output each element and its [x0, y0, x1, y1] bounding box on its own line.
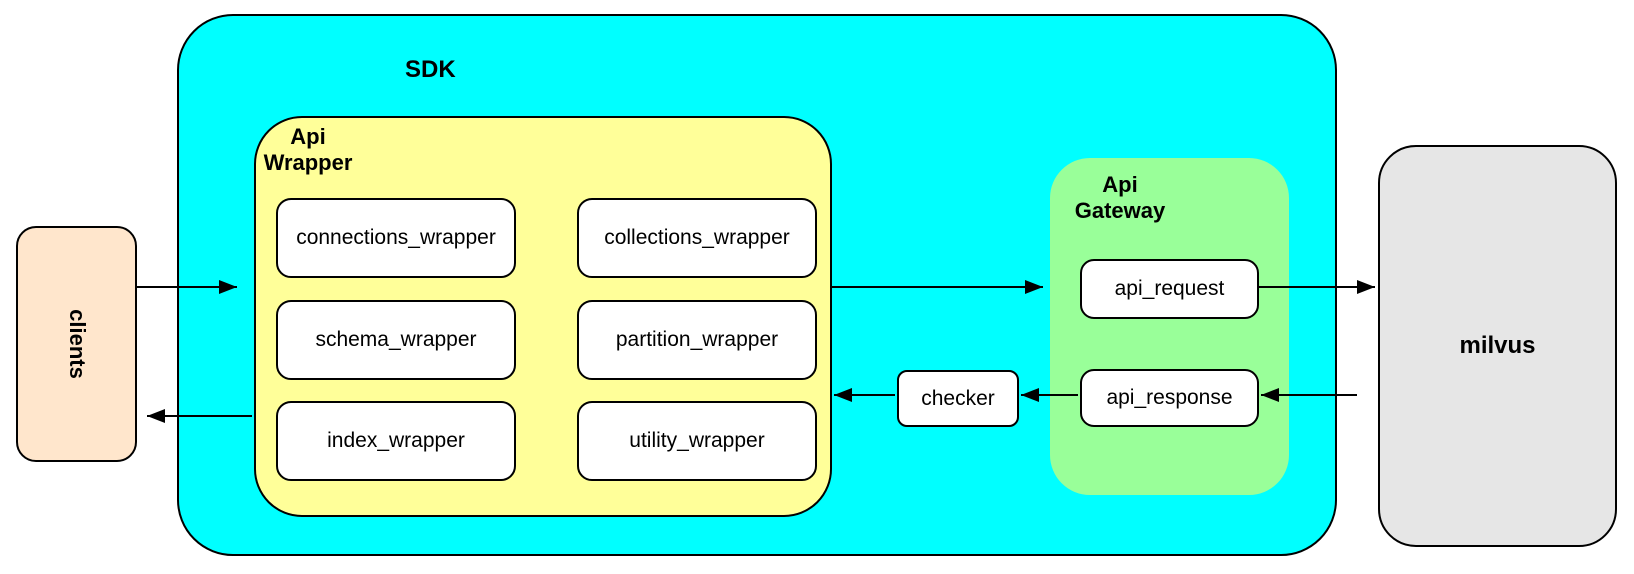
api-response-node: api_response	[1080, 369, 1259, 427]
api-wrapper-container: Api Wrapper connections_wrapper collecti…	[254, 116, 832, 517]
checker-node: checker	[897, 370, 1019, 427]
clients-label: clients	[64, 309, 90, 379]
module-utility-wrapper: utility_wrapper	[577, 401, 817, 481]
api-gateway-label: Api Gateway	[1065, 172, 1175, 224]
module-label: schema_wrapper	[315, 328, 477, 351]
api-response-label: api_response	[1106, 386, 1233, 409]
module-label: connections_wrapper	[296, 226, 496, 249]
module-label: utility_wrapper	[629, 429, 765, 452]
module-connections-wrapper: connections_wrapper	[276, 198, 516, 278]
milvus-node: milvus	[1378, 145, 1617, 547]
clients-node: clients	[16, 226, 137, 462]
api-request-label: api_request	[1114, 277, 1225, 300]
module-collections-wrapper: collections_wrapper	[577, 198, 817, 278]
module-label: partition_wrapper	[615, 328, 779, 351]
api-request-node: api_request	[1080, 259, 1259, 319]
api-gateway-container: Api Gateway api_request api_response	[1050, 158, 1289, 495]
api-wrapper-label-line2: Wrapper	[263, 150, 353, 175]
milvus-label: milvus	[1459, 332, 1536, 359]
api-wrapper-label: Api Wrapper	[262, 124, 354, 176]
sdk-container: SDK Api Wrapper connections_wrapper coll…	[177, 14, 1337, 556]
api-wrapper-label-line1: Api	[290, 124, 326, 149]
api-gateway-label-line2: Gateway	[1074, 198, 1166, 223]
module-schema-wrapper: schema_wrapper	[276, 300, 516, 380]
module-label: index_wrapper	[327, 429, 465, 452]
checker-label: checker	[921, 386, 995, 410]
sdk-label: SDK	[405, 56, 456, 83]
module-partition-wrapper: partition_wrapper	[577, 300, 817, 380]
api-gateway-label-line1: Api	[1102, 172, 1138, 197]
module-label: collections_wrapper	[604, 226, 790, 249]
module-index-wrapper: index_wrapper	[276, 401, 516, 481]
